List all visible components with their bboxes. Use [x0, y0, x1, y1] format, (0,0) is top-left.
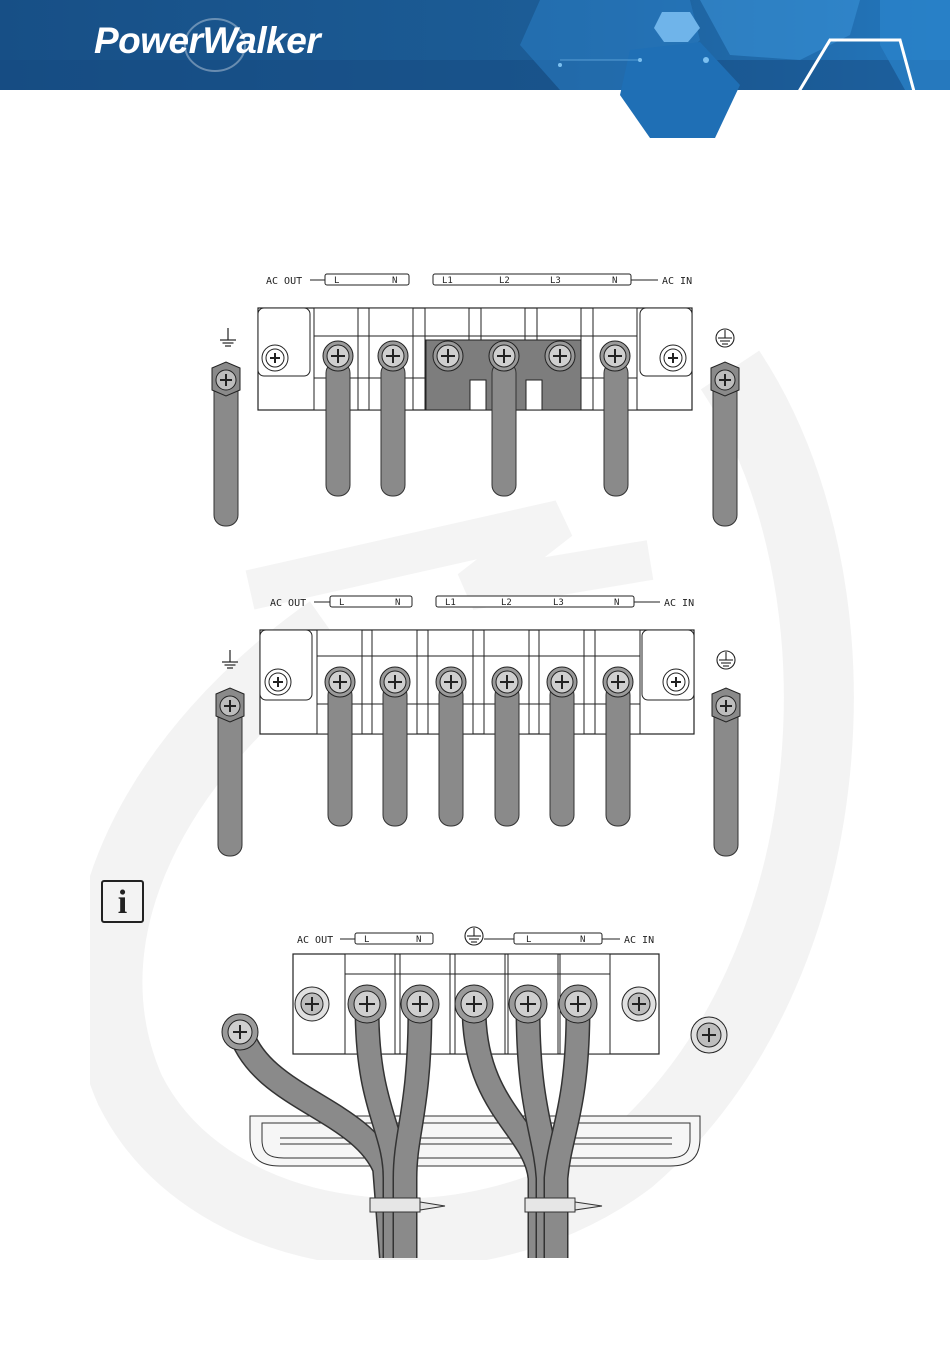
ac-out-label: AC OUT [270, 598, 306, 609]
mount-screw-left-icon [265, 669, 291, 695]
in-label-l2: L2 [501, 598, 512, 608]
info-icon: i [101, 880, 144, 923]
ground-lug-right-icon [711, 362, 739, 396]
mount-screw-right-icon [660, 345, 686, 371]
terminal-screw-4-icon [509, 985, 547, 1023]
protective-earth-icon [717, 651, 735, 669]
mount-screw-right-icon [663, 669, 689, 695]
protective-earth-icon [716, 329, 734, 347]
terminal-screw-6-icon [600, 341, 630, 371]
ac-in-label: AC IN [662, 276, 692, 287]
header-banner: PowerWalker [0, 0, 950, 140]
ground-lug-left-icon [212, 362, 240, 396]
out-label-l: L [334, 276, 339, 286]
terminal-block-svg: AC OUT L N L1 L2 L3 N AC IN [0, 262, 950, 542]
out-label-l: L [339, 598, 344, 608]
terminal-screw-4-icon [492, 667, 522, 697]
in-label-l1: L1 [442, 276, 453, 286]
terminal-screw-1-icon [348, 985, 386, 1023]
cable-ties [370, 1198, 602, 1212]
ground-icon [222, 650, 238, 668]
protective-earth-icon [465, 927, 483, 945]
mount-screw-left-icon [262, 345, 288, 371]
in-label-l3: L3 [553, 598, 564, 608]
out-label-l: L [364, 935, 369, 945]
in-label-n: N [614, 598, 619, 608]
terminal-block-svg: AC OUT L N L N AC IN [0, 918, 950, 1258]
out-label-n: N [392, 276, 397, 286]
ground-icon [220, 328, 236, 346]
terminal-screw-4-icon [489, 341, 519, 371]
out-label-n: N [395, 598, 400, 608]
ground-lug-right-icon [712, 688, 740, 722]
mount-screw-left-icon [295, 987, 329, 1021]
brand-logo-text: PowerWalker [94, 20, 320, 62]
in-label-l3: L3 [550, 276, 561, 286]
terminal-screw-5-icon [559, 985, 597, 1023]
terminal-screw-1-icon [325, 667, 355, 697]
info-icon-glyph: i [103, 882, 142, 923]
terminal-block-svg: AC OUT L N L1 L2 L3 N AC IN [0, 586, 950, 866]
in-label-n: N [580, 935, 585, 945]
in-label-l: L [526, 935, 531, 945]
mount-screw-right-icon [622, 987, 656, 1021]
ac-in-label: AC IN [624, 935, 654, 946]
terminal-screw-3-icon [436, 667, 466, 697]
cable-tray [250, 1116, 700, 1166]
wiring-diagram-three-phase-bridged: AC OUT L N L1 L2 L3 N AC IN [0, 262, 950, 542]
wiring-diagram-single-phase: AC OUT L N L N AC IN [0, 918, 950, 1258]
ac-out-label: AC OUT [297, 935, 333, 946]
ac-in-label: AC IN [664, 598, 694, 609]
in-label-l2: L2 [499, 276, 510, 286]
in-label-n: N [612, 276, 617, 286]
ground-lug-right-icon [691, 1017, 727, 1053]
terminal-screw-5-icon [547, 667, 577, 697]
terminal-screw-2-icon [401, 985, 439, 1023]
terminal-screw-3-icon [455, 985, 493, 1023]
terminal-screw-3-icon [433, 341, 463, 371]
in-label-l1: L1 [445, 598, 456, 608]
terminal-screw-5-icon [545, 341, 575, 371]
ac-out-label: AC OUT [266, 276, 302, 287]
ground-lug-left-icon [216, 688, 244, 722]
terminal-screw-2-icon [380, 667, 410, 697]
ground-lug-left-icon [222, 1014, 258, 1050]
terminal-screw-2-icon [378, 341, 408, 371]
wiring-diagram-three-phase: AC OUT L N L1 L2 L3 N AC IN [0, 586, 950, 866]
out-label-n: N [416, 935, 421, 945]
terminal-screw-6-icon [603, 667, 633, 697]
terminal-screw-1-icon [323, 341, 353, 371]
